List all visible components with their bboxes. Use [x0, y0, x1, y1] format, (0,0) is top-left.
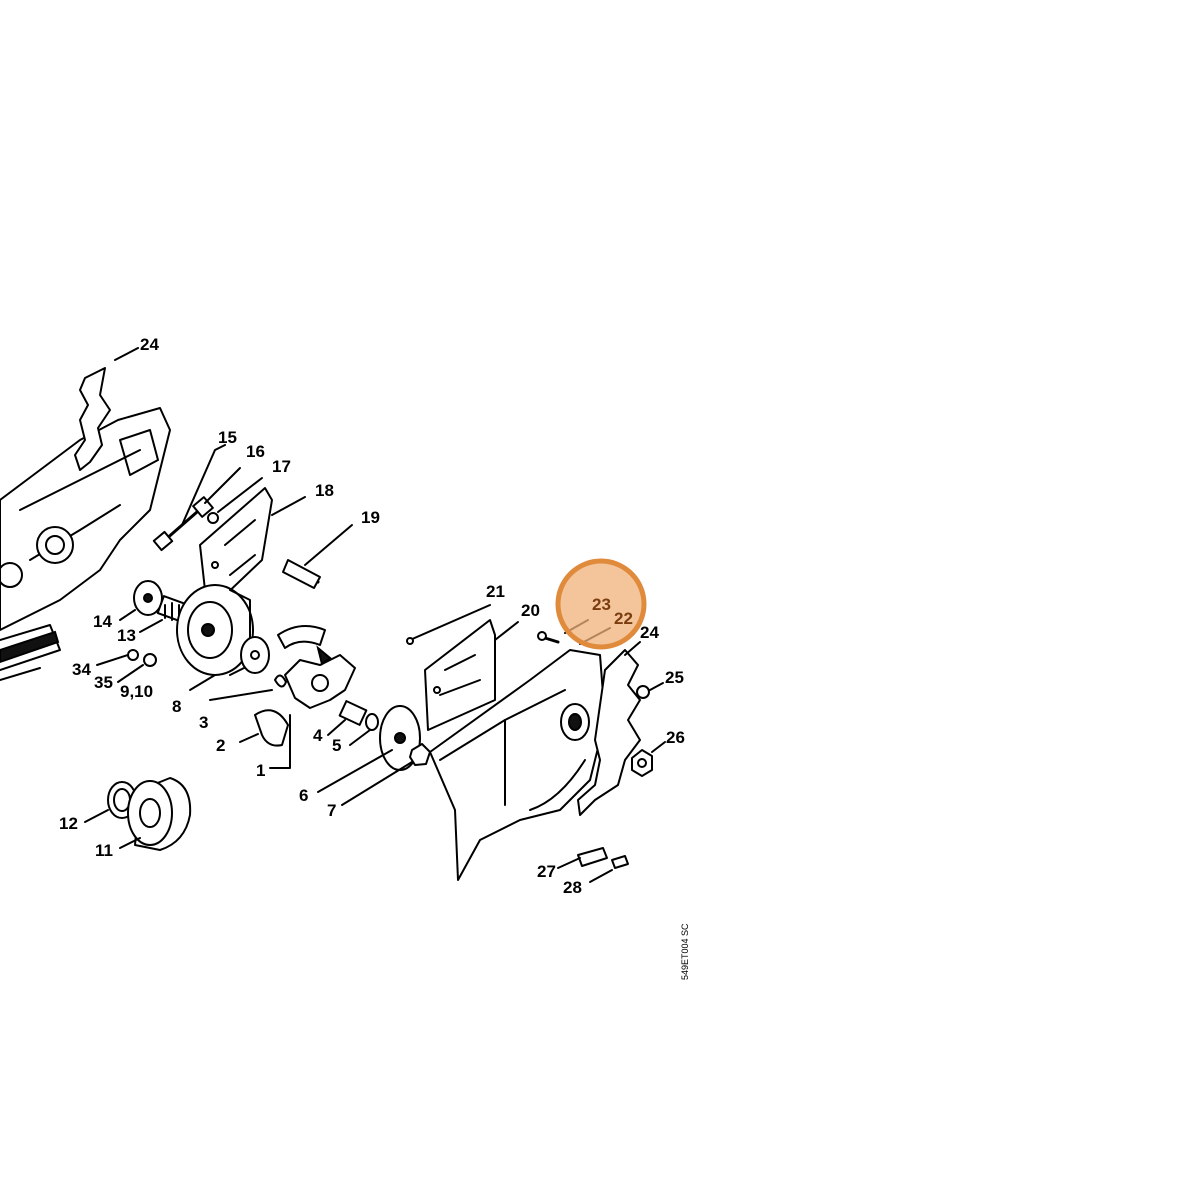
- reference-code: 549ET004 SC: [680, 923, 690, 980]
- label-19: 19: [361, 508, 380, 527]
- label-26: 26: [666, 728, 685, 747]
- label-13: 13: [117, 626, 136, 645]
- label-14: 14: [93, 612, 112, 631]
- drum-11: [119, 777, 192, 851]
- label-25: 25: [665, 668, 684, 687]
- sprocket-cover: [429, 649, 606, 881]
- plate-20: [424, 619, 519, 731]
- label-1: 1: [256, 761, 265, 780]
- label-21: 21: [486, 582, 505, 601]
- label-20: 20: [521, 601, 540, 620]
- label-2: 2: [216, 736, 225, 755]
- engine-housing: [0, 407, 171, 681]
- clutch-drum-8: [176, 584, 254, 691]
- label-23: 23: [592, 595, 611, 614]
- washer-14: [119, 580, 163, 621]
- label-24-top: 24: [140, 335, 159, 354]
- nut-7: [341, 743, 431, 806]
- highlight-circle: [555, 558, 647, 650]
- nut-16: [192, 467, 241, 518]
- pin-21: [406, 604, 491, 645]
- pin-27: [557, 847, 608, 869]
- stud-19: [282, 524, 353, 589]
- guide-plate-18: [199, 487, 306, 601]
- label-15: 15: [218, 428, 237, 447]
- label-34: 34: [72, 660, 91, 679]
- small-parts-34-35: [96, 649, 157, 683]
- screw-28: [589, 855, 629, 883]
- label-4: 4: [313, 726, 323, 745]
- label-24-right: 24: [640, 623, 659, 642]
- label-17: 17: [272, 457, 291, 476]
- label-16: 16: [246, 442, 265, 461]
- label-22: 22: [614, 609, 633, 628]
- label-28: 28: [563, 878, 582, 897]
- sleeve-4-5: [327, 700, 379, 746]
- nut-25: [636, 682, 664, 699]
- label-12: 12: [59, 814, 78, 833]
- label-6: 6: [299, 786, 308, 805]
- label-27: 27: [537, 862, 556, 881]
- label-5: 5: [332, 736, 341, 755]
- clutch-assembly: [209, 625, 356, 769]
- label-9-10: 9,10: [120, 682, 153, 701]
- label-18: 18: [315, 481, 334, 500]
- washer-17: [207, 477, 263, 524]
- gasket-top: [74, 347, 139, 471]
- gasket-right: [577, 641, 641, 816]
- label-11: 11: [95, 841, 113, 860]
- label-7: 7: [327, 801, 336, 820]
- nut-26: [631, 741, 666, 777]
- label-3: 3: [199, 713, 208, 732]
- label-35: 35: [94, 673, 113, 692]
- label-8: 8: [172, 697, 181, 716]
